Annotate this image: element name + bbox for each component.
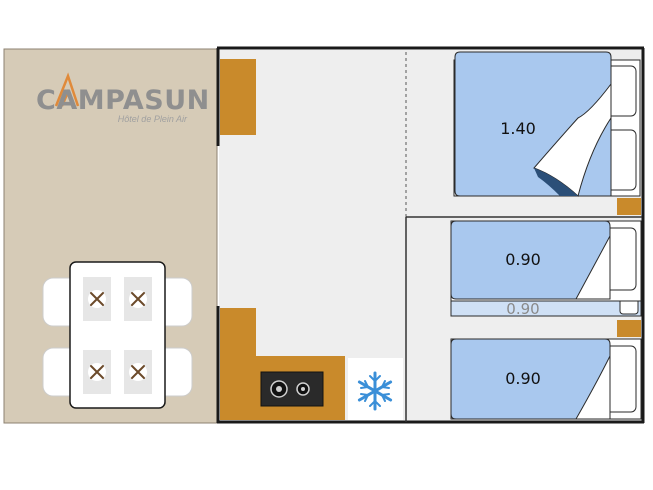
- place-setting: [124, 277, 152, 321]
- logo-brand: CAMPASUN: [36, 85, 210, 116]
- logo-tagline: Hôtel de Plein Air: [118, 114, 188, 124]
- pullout-bed: [450, 298, 642, 317]
- cutlery-icon: [90, 365, 104, 379]
- mattress: [450, 220, 611, 300]
- campasun-logo: CAMPASUN Hôtel de Plein Air: [36, 72, 210, 124]
- cutlery-icon: [90, 292, 104, 306]
- place-setting: [83, 350, 111, 394]
- place-setting: [124, 350, 152, 394]
- place-setting: [83, 277, 111, 321]
- single-bed-upper: 0.90 0.90: [450, 220, 642, 318]
- fridge: [348, 358, 403, 420]
- burner: [301, 387, 305, 391]
- dining-set: [42, 261, 193, 409]
- cutlery-icon: [131, 292, 145, 306]
- cutlery-icon: [131, 365, 145, 379]
- mattress: [450, 338, 611, 420]
- bedside-table: [617, 320, 641, 337]
- bed-size-label: 1.40: [500, 119, 536, 138]
- duvet-shadow: [534, 168, 578, 196]
- bedside-table: [617, 198, 641, 215]
- duvet-fold: [575, 355, 611, 420]
- cooktop: [260, 371, 324, 407]
- duvet-fold: [575, 235, 611, 300]
- single-bed-lower: 0.90: [450, 320, 642, 420]
- burner: [276, 386, 282, 392]
- bed-size-label: 0.90: [506, 300, 539, 318]
- bed-size-label: 0.90: [505, 369, 541, 388]
- outer-walls: [216, 46, 645, 424]
- bed-size-label: 0.90: [505, 250, 541, 269]
- snowflake-icon: [357, 371, 393, 411]
- logo-tent-icon: [54, 72, 80, 107]
- double-bed: 1.40: [453, 51, 641, 215]
- cabinet-upper: [220, 59, 256, 135]
